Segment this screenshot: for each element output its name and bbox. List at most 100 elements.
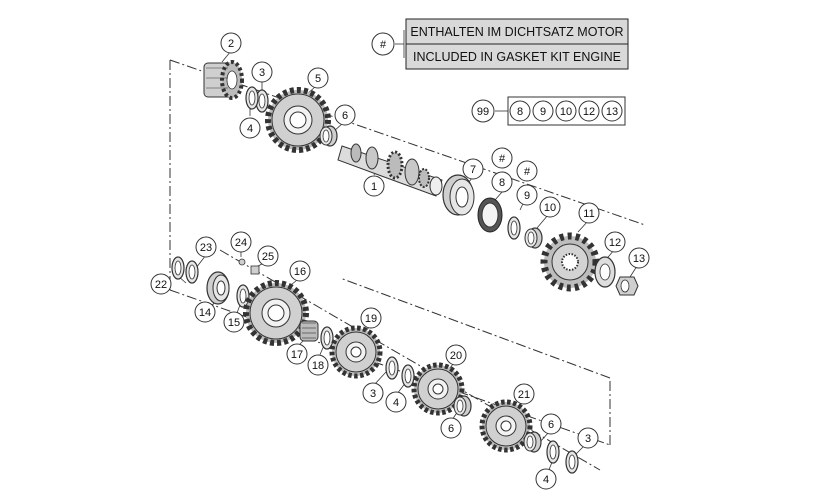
callout-19: 19	[360, 307, 382, 329]
svg-text:#: #	[524, 166, 531, 178]
main-shaft-assembly	[203, 60, 639, 296]
part-17-needle-bearing	[299, 320, 319, 342]
part-4-washer-end	[546, 440, 560, 464]
kit-item: 12	[583, 106, 595, 118]
callout-24: 24	[230, 231, 252, 253]
part-21-gear	[482, 402, 530, 450]
svg-text:18: 18	[312, 360, 324, 372]
part-3-washer-end	[565, 450, 579, 474]
legend-symbol-circle	[371, 32, 395, 56]
callout-6: 6	[540, 413, 562, 435]
svg-text:4: 4	[393, 397, 399, 409]
callout-4: 4	[385, 391, 407, 413]
callout-2: 2	[220, 32, 242, 54]
callout-7: 7	[462, 158, 484, 180]
callout-12: 12	[604, 231, 626, 253]
part-12-washer	[594, 256, 616, 288]
svg-text:4: 4	[543, 474, 549, 486]
legend-text-en: INCLUDED IN GASKET KIT ENGINE	[413, 50, 621, 64]
part-15-washer	[236, 284, 250, 308]
callout-22: 22	[150, 273, 172, 295]
callout-5: 5	[307, 67, 329, 89]
callout-25: 25	[257, 245, 279, 267]
part-6-bushing	[319, 125, 338, 147]
part-24-ball	[238, 258, 246, 266]
part-10-bushing	[524, 227, 543, 249]
part-19-gear	[332, 328, 380, 376]
callout-6: 6	[440, 417, 462, 439]
kit-item: 10	[560, 106, 572, 118]
callout-21: 21	[513, 383, 535, 405]
part-13-nut	[615, 276, 639, 296]
part-5-gear	[268, 90, 328, 150]
legend: # ENTHALTEN IM DICHTSATZ MOTOR INCLUDED …	[371, 18, 629, 70]
callout-4: 4	[535, 468, 557, 490]
legend-en-box	[405, 43, 629, 70]
callouts: 2 3 4 5 6 1 7 # 8 # 9 10 11 12 13 22 23 …	[150, 32, 650, 490]
legend-symbol: #	[380, 39, 387, 51]
callout-3: 3	[362, 382, 384, 404]
legend-text-de: ENTHALTEN IM DICHTSATZ MOTOR	[410, 25, 623, 39]
kit-group: 99 8 9 10 12 13	[471, 96, 626, 126]
svg-text:25: 25	[262, 251, 274, 263]
callout-20: 20	[445, 344, 467, 366]
svg-text:11: 11	[583, 208, 594, 220]
part-14-bearing	[206, 271, 230, 305]
legend-de-box	[405, 18, 629, 45]
callout-6: 6	[334, 104, 356, 126]
svg-text:24: 24	[235, 237, 247, 249]
callout-9-kit-mark: #	[516, 160, 538, 182]
svg-text:3: 3	[585, 433, 591, 445]
svg-text:15: 15	[228, 317, 240, 329]
part-2-gear	[203, 60, 244, 100]
svg-text:17: 17	[291, 349, 303, 361]
callout-11: 11	[578, 202, 600, 224]
svg-text:3: 3	[370, 388, 376, 400]
part-11-sprocket	[540, 232, 600, 292]
svg-text:7: 7	[470, 164, 476, 176]
svg-text:6: 6	[342, 110, 348, 122]
part-6-bushing-lower	[453, 395, 472, 417]
svg-text:6: 6	[448, 423, 454, 435]
svg-text:20: 20	[450, 350, 462, 362]
svg-text:12: 12	[609, 237, 621, 249]
callout-8: 8	[491, 171, 513, 193]
svg-text:3: 3	[259, 67, 265, 79]
part-6-bushing-end	[523, 431, 542, 453]
svg-text:5: 5	[315, 73, 321, 85]
part-8-seal	[477, 197, 503, 233]
part-3-washer-lower	[385, 356, 399, 380]
part-23-washer	[185, 260, 199, 284]
callout-18: 18	[307, 354, 329, 376]
kit-item: 8	[517, 106, 523, 118]
svg-text:21: 21	[518, 389, 530, 401]
svg-text:2: 2	[228, 38, 234, 50]
kit-item: 9	[540, 106, 546, 118]
svg-text:23: 23	[200, 242, 212, 254]
svg-text:19: 19	[365, 313, 377, 325]
svg-text:8: 8	[499, 177, 505, 189]
kit-item-circle	[532, 100, 554, 122]
svg-text:10: 10	[544, 202, 556, 214]
part-7-bearing	[442, 174, 475, 216]
callout-17: 17	[286, 343, 308, 365]
svg-text:16: 16	[294, 266, 306, 278]
kit-item-circle	[578, 100, 600, 122]
kit-item-circle	[509, 100, 531, 122]
part-25-pin	[250, 265, 260, 275]
callout-3: 3	[251, 61, 273, 83]
svg-text:4: 4	[247, 123, 253, 135]
kit-label: 99	[477, 106, 489, 118]
part-22-circlip	[171, 256, 185, 280]
callout-23: 23	[195, 236, 217, 258]
callout-1: 1	[363, 175, 385, 197]
part-1-main-shaft	[337, 143, 443, 197]
callout-8-kit-mark: #	[491, 147, 513, 169]
svg-text:1: 1	[371, 181, 377, 193]
callout-9: 9	[516, 184, 538, 206]
kit-item-circle	[555, 100, 577, 122]
callout-15: 15	[223, 311, 245, 333]
svg-text:9: 9	[524, 190, 530, 202]
counter-shaft-assembly	[171, 256, 579, 474]
